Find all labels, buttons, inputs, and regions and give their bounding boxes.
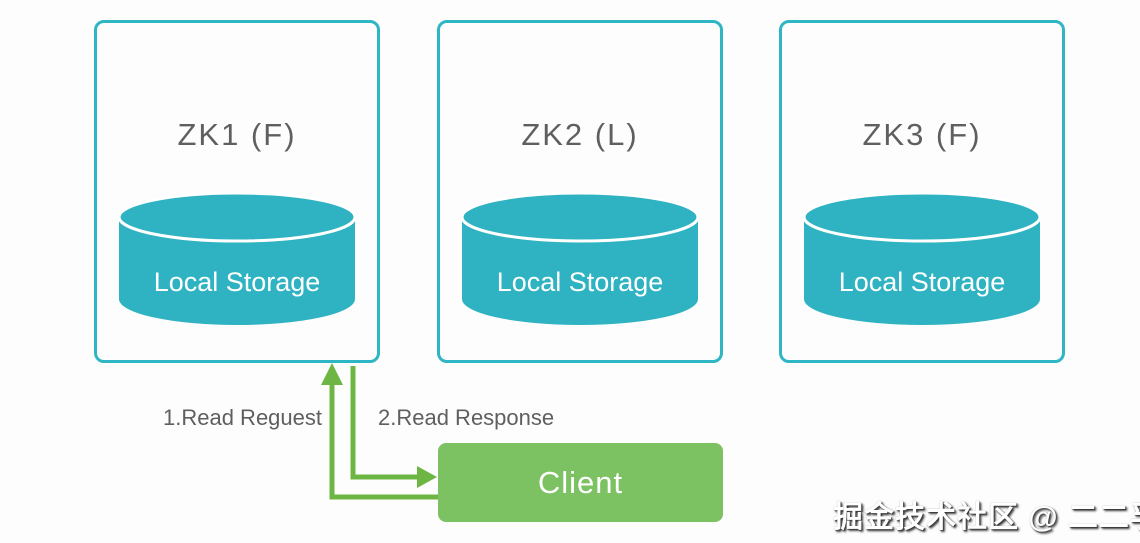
node-zk1-title: ZK1 (F) xyxy=(177,117,297,152)
watermark-text: 掘金技术社区 @ 二二孚日 xyxy=(833,501,1140,534)
zk2-local-storage-cylinder: Local Storage xyxy=(460,191,700,327)
zk1-local-storage-cylinder: Local Storage xyxy=(117,191,357,327)
read-response-label: 2.Read Response xyxy=(378,405,555,430)
database-cylinder-icon xyxy=(802,191,1042,325)
node-zk3-title: ZK3 (F) xyxy=(862,117,982,152)
read-response-arrowhead-icon xyxy=(417,466,437,488)
zk3-storage-label: Local Storage xyxy=(838,267,1006,297)
zk1-storage-label: Local Storage xyxy=(153,267,321,297)
node-zk2: ZK2 (L) Local Storage xyxy=(437,20,723,363)
zk3-local-storage-cylinder: Local Storage xyxy=(802,191,1042,327)
read-request-arrow-line xyxy=(329,378,438,500)
read-request-arrowhead-icon xyxy=(321,363,343,385)
database-cylinder-icon xyxy=(117,191,357,325)
node-zk1: ZK1 (F) Local Storage xyxy=(94,20,380,363)
node-zk2-title: ZK2 (L) xyxy=(521,117,639,152)
read-request-label: 1.Read Reguest xyxy=(163,405,322,430)
database-cylinder-icon xyxy=(460,191,700,325)
client-box: Client xyxy=(438,443,723,522)
node-zk3: ZK3 (F) Local Storage xyxy=(779,20,1065,363)
zk2-storage-label: Local Storage xyxy=(496,267,664,297)
client-label: Client xyxy=(537,464,624,500)
